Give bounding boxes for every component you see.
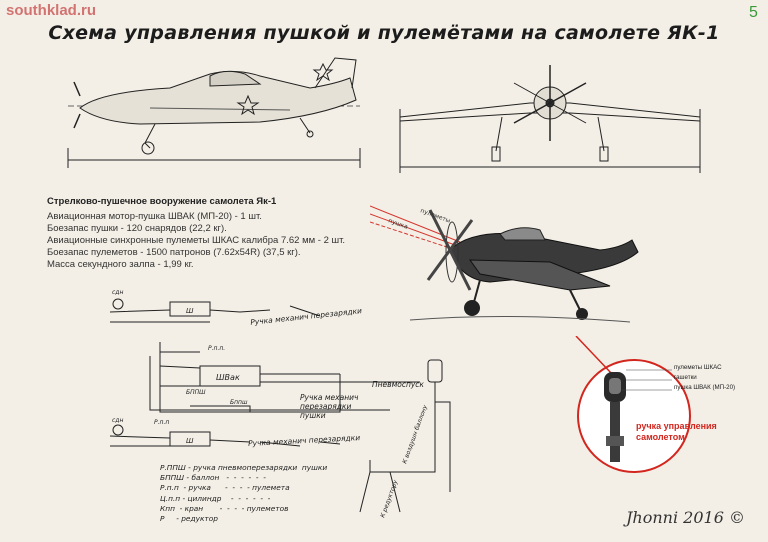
aircraft-side-view <box>67 57 361 168</box>
handle-label-brake: гашетки <box>674 374 697 381</box>
legend-line: Ц.п.п - цилиндр - - - - - - <box>160 493 271 503</box>
page-number: 5 <box>749 4 758 21</box>
box-bottom-label: Ш <box>186 437 194 445</box>
page-title: Схема управления пушкой и пулемётами на … <box>48 22 720 44</box>
legend-line: Р - редуктор <box>160 514 218 524</box>
box-mid-label: ШВак <box>216 373 240 382</box>
armament-heading: Стрелково-пушечное вооружение самолета Я… <box>47 196 277 207</box>
legend-line: Р.п.п - ручка - - - - пулемета <box>160 483 290 493</box>
label-bpsh2: Бппш <box>230 399 248 406</box>
control-scheme: сдн сдн Ш ШВак Ш Р.п.п. БППШ Бппш Р.п.п … <box>109 289 451 519</box>
legend-line: Кпп - кран - - - - пулеметов <box>160 503 289 513</box>
label-to-air-cylinder: К воздушн баллону <box>401 404 429 465</box>
label-top-left: сдн <box>112 289 123 296</box>
box-top-label: Ш <box>186 307 194 315</box>
label-bpsh: БППШ <box>186 389 206 396</box>
armament-line: Масса секундного залпа - 1,99 кг. <box>47 259 194 270</box>
armament-line: Авиационная мотор-пушка ШВАК (МП-20) - 1… <box>47 211 262 222</box>
armament-line: Боезапас пушки - 120 снарядов (22,2 кг). <box>47 223 227 234</box>
label-pnevmospusk: Пневмоспуск <box>372 380 424 389</box>
armament-line: Авиационные синхронные пулеметы ШКАС кал… <box>47 235 346 246</box>
aircraft-front-view <box>399 65 701 173</box>
legend-line: Р.ППШ - ручка пневмоперезарядки пушки <box>160 463 328 472</box>
legend-line: БППШ - баллон - - - - - - <box>160 473 266 483</box>
label-rpp2: Р.п.п <box>154 419 169 426</box>
watermark: southklad.ru <box>6 2 97 19</box>
label-rpp: Р.п.п. <box>208 345 225 352</box>
handle-caption: ручка управления самолетом <box>636 421 717 442</box>
label-bottom-left: сдн <box>112 417 123 424</box>
armament-line: Боезапас пулеметов - 1500 патронов (7.62… <box>47 247 301 258</box>
signature: Jhonni 2016 © <box>626 508 745 527</box>
label-mid-handle: Ручка механич перезарядки пушки <box>300 393 359 420</box>
control-stick-inset <box>575 336 691 473</box>
handle-label-cannon: пушка ШВАК (МП-20) <box>674 384 736 391</box>
aircraft-illustration: пулеметы пушка <box>370 205 639 323</box>
handle-label-mg: пулеметы ШКАС <box>674 364 722 371</box>
